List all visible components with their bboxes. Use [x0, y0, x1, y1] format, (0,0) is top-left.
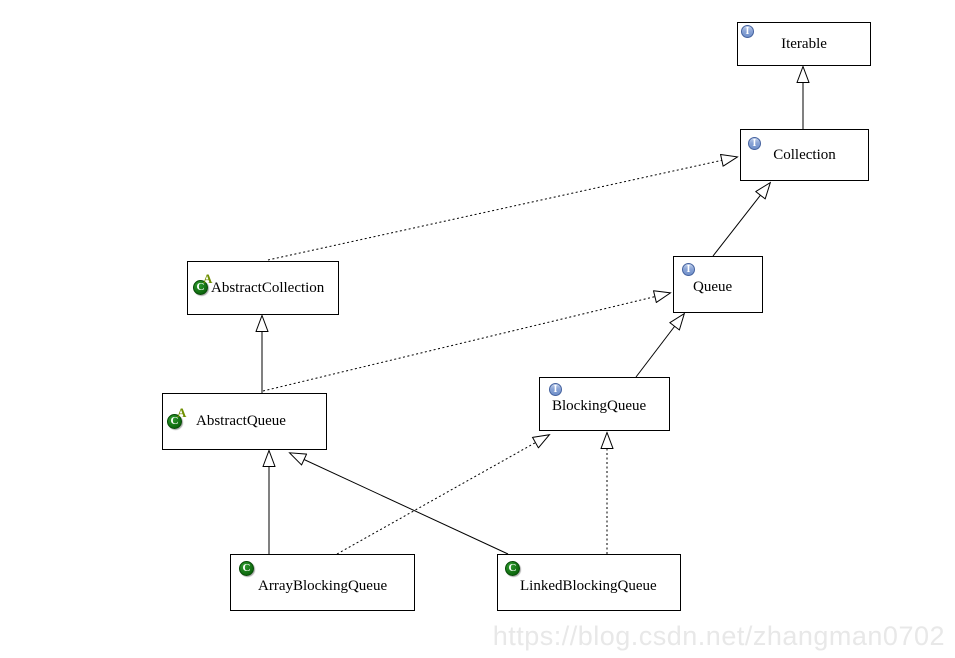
class-name-blockingqueue: BlockingQueue — [552, 398, 647, 414]
class-icon: C — [239, 561, 254, 576]
class-name-collection: Collection — [773, 146, 836, 163]
class-box-collection[interactable]: I Collection — [740, 129, 869, 181]
class-name-iterable: Iterable — [781, 35, 827, 52]
abstract-marker: A — [177, 404, 187, 420]
abstract-class-icon: C A — [167, 405, 186, 430]
interface-icon: I — [741, 25, 754, 38]
interface-icon: I — [549, 383, 562, 396]
edge-queue-extends-collection — [712, 183, 770, 257]
class-icon: C — [193, 280, 208, 295]
edge-blockingqueue-extends-queue — [635, 314, 684, 378]
class-name-queue: Queue — [693, 279, 733, 295]
class-box-abstractcollection[interactable]: C A AbstractCollection — [187, 261, 339, 315]
class-name-linkedblockingqueue: LinkedBlockingQueue — [520, 578, 657, 594]
class-box-abstractqueue[interactable]: C A AbstractQueue — [162, 393, 327, 450]
class-box-arrayblockingqueue[interactable]: C ArrayBlockingQueue — [230, 554, 415, 611]
class-box-blockingqueue[interactable]: I BlockingQueue — [539, 377, 670, 431]
class-icon: C — [167, 413, 182, 429]
edge-linkedblockingqueue-extends-abstractqueue — [290, 453, 509, 555]
class-name-arrayblockingqueue: ArrayBlockingQueue — [258, 578, 388, 594]
abstract-class-icon: C A — [193, 271, 212, 296]
class-name-abstractcollection: AbstractCollection — [211, 279, 325, 296]
class-box-iterable[interactable]: I Iterable — [737, 22, 871, 66]
interface-icon: I — [682, 263, 695, 276]
interface-icon: I — [748, 137, 761, 150]
edge-abstractcollection-implements-collection — [267, 157, 737, 261]
abstract-marker: A — [203, 271, 213, 286]
csdn-watermark: https://blog.csdn.net/zhangman0702 — [492, 621, 945, 651]
class-box-queue[interactable]: I Queue — [673, 256, 763, 313]
class-name-abstractqueue: AbstractQueue — [196, 413, 286, 429]
edge-arrayblockingqueue-implements-blockingqueue — [336, 435, 549, 555]
class-icon: C — [505, 561, 520, 576]
class-box-linkedblockingqueue[interactable]: C LinkedBlockingQueue — [497, 554, 681, 611]
